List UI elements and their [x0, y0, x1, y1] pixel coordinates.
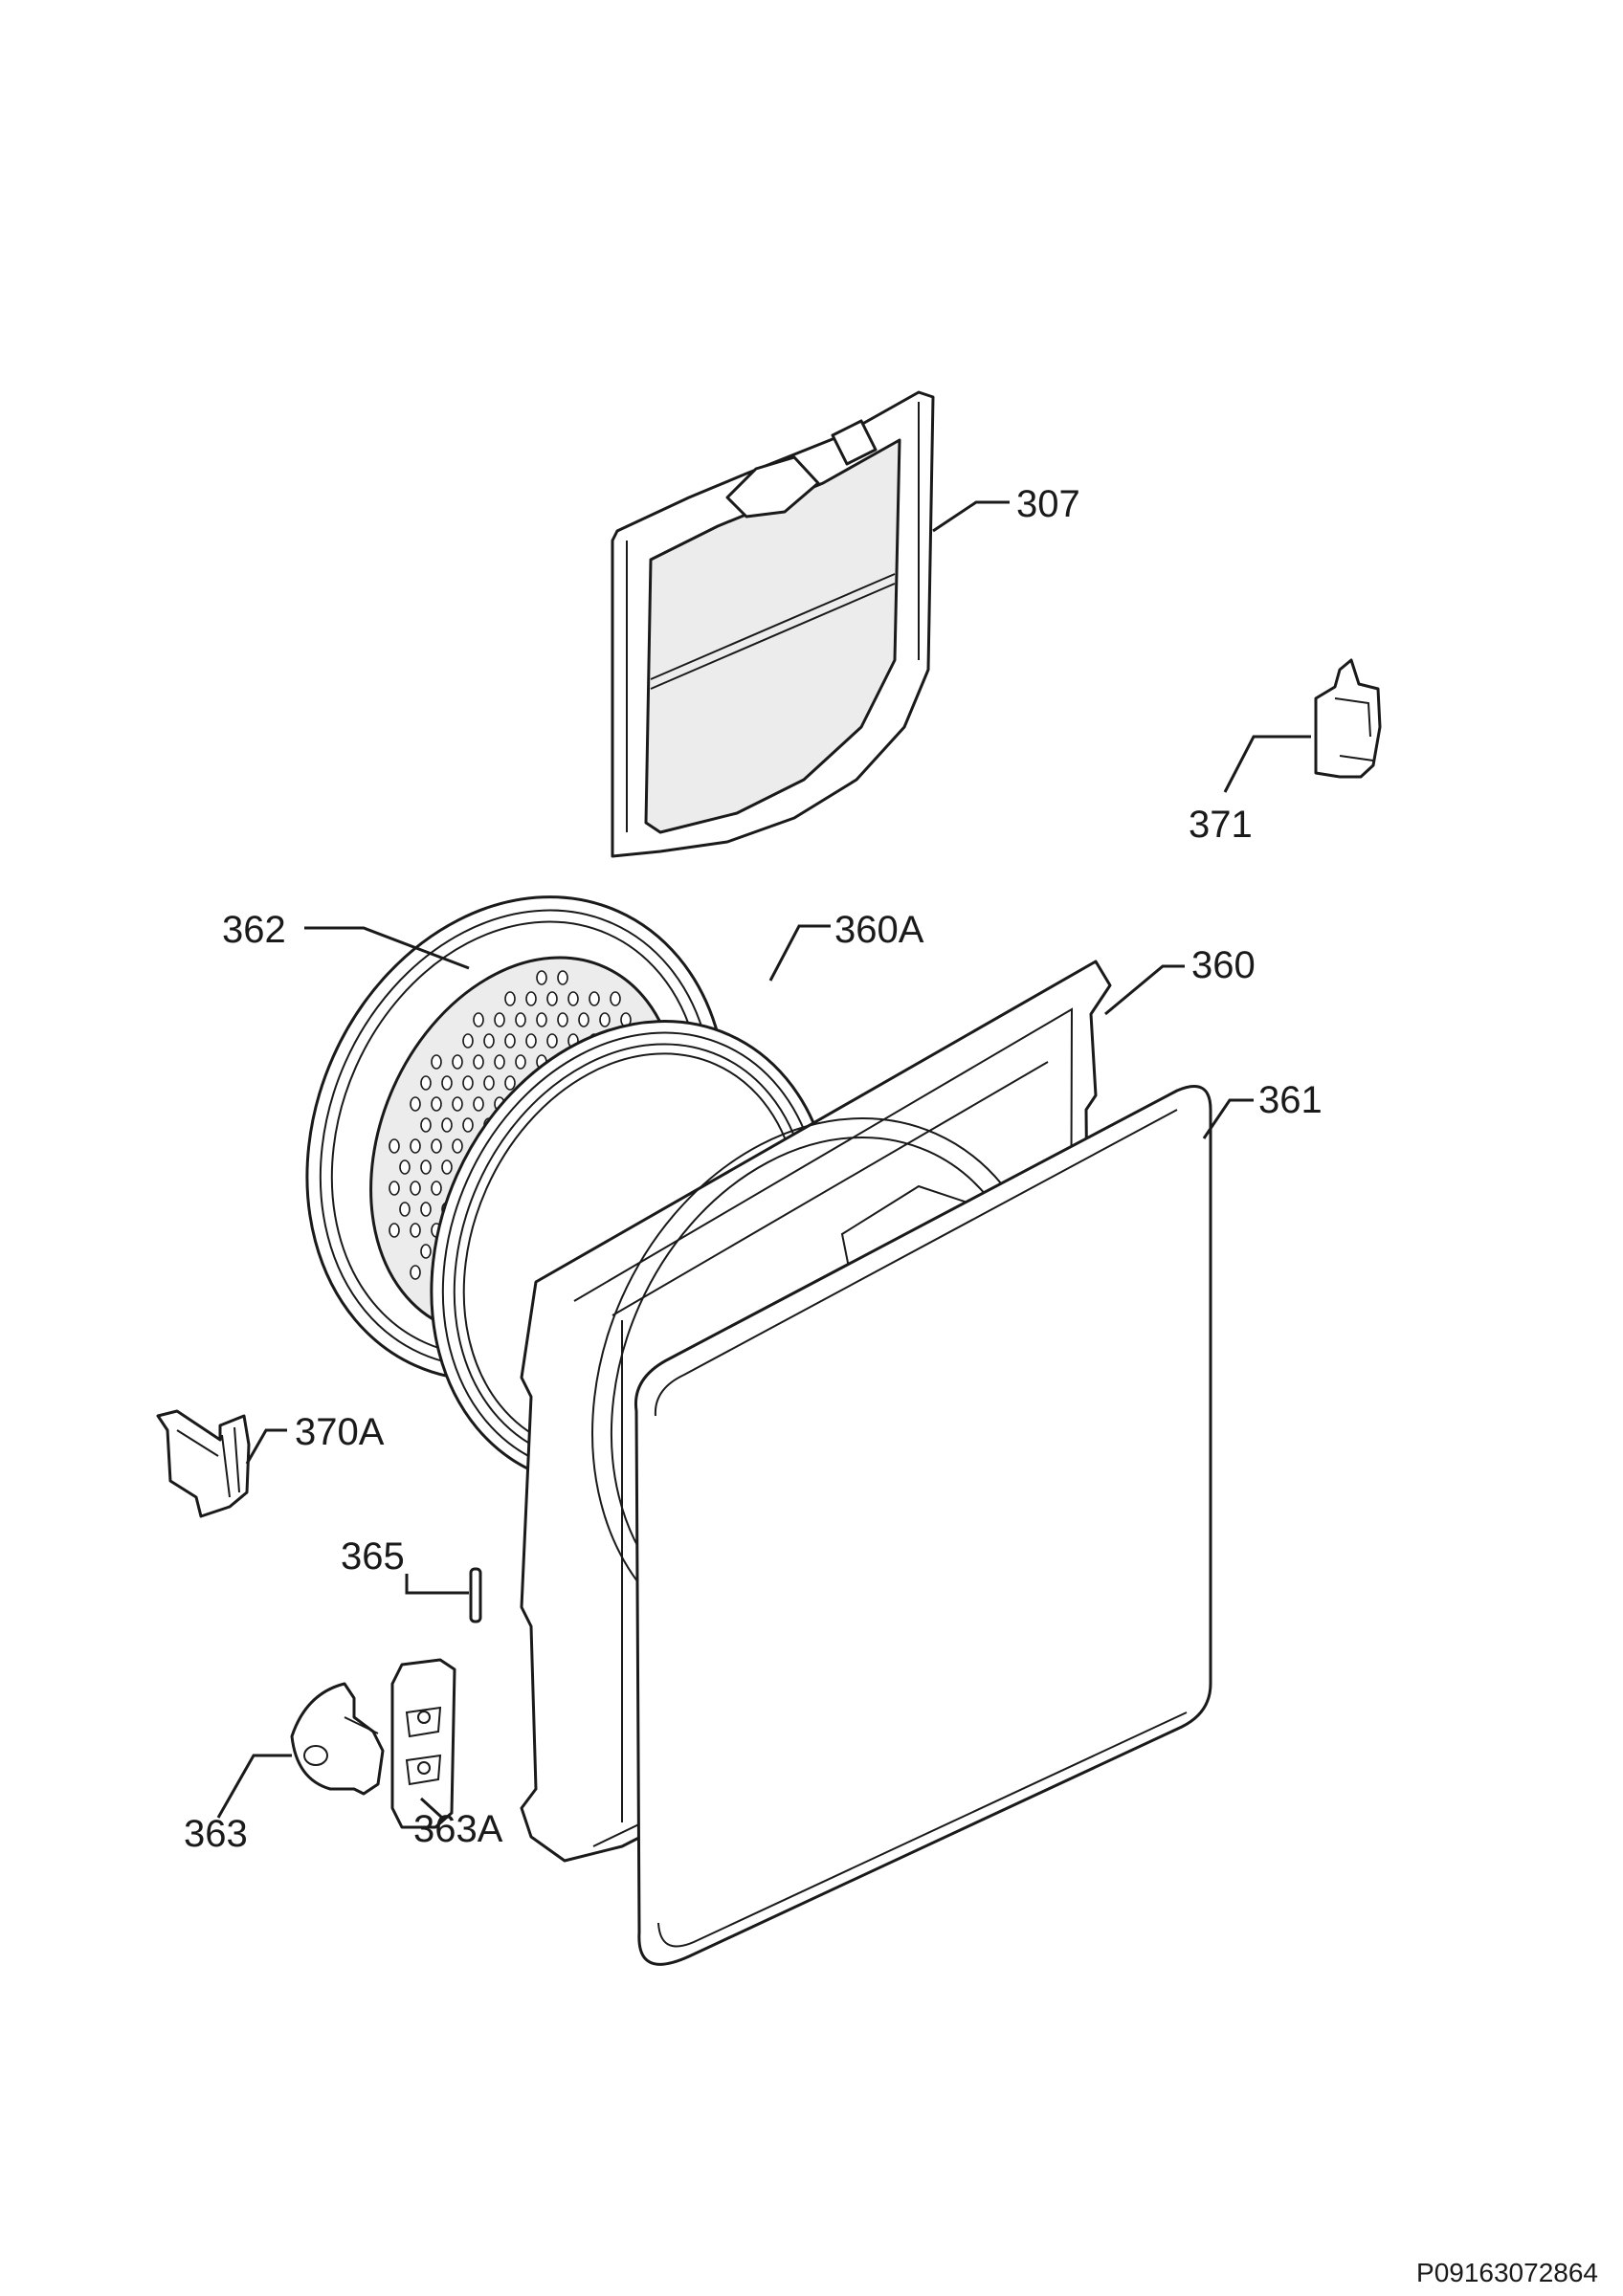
- perforation-hole: [494, 1054, 505, 1070]
- perforation-hole: [462, 1033, 474, 1049]
- perforation-hole: [483, 1075, 495, 1091]
- perforation-hole: [420, 1159, 432, 1175]
- leader-307: [932, 500, 1010, 533]
- callout-365: 365: [341, 1535, 405, 1578]
- leader-362: [304, 926, 470, 970]
- perforation-hole: [473, 1012, 484, 1027]
- perforation-hole: [610, 991, 621, 1006]
- perforation-hole: [504, 1033, 516, 1049]
- leader-363a: [419, 1797, 446, 1820]
- perforation-hole: [483, 1033, 495, 1049]
- perforation-hole: [525, 991, 537, 1006]
- perforation-hole: [536, 970, 547, 985]
- perforation-hole: [536, 1012, 547, 1027]
- part-361-outer-door-panel: [634, 1085, 1212, 1966]
- perforation-hole: [441, 1117, 453, 1133]
- perforation-hole: [441, 1159, 453, 1175]
- perforation-hole: [452, 1096, 463, 1112]
- callout-labels: 307 371 362 360A 360 361 370A 365 363 36…: [184, 483, 1323, 1855]
- perforation-hole: [410, 1181, 421, 1196]
- perforation-hole: [410, 1265, 421, 1280]
- perforation-hole: [462, 1075, 474, 1091]
- callout-370a: 370A: [295, 1411, 385, 1453]
- perforation-hole: [504, 1075, 516, 1091]
- perforation-hole: [589, 991, 600, 1006]
- perforation-hole: [504, 991, 516, 1006]
- perforation-hole: [399, 1202, 411, 1217]
- perforation-hole: [515, 1054, 526, 1070]
- perforation-hole: [452, 1138, 463, 1154]
- leader-363: [216, 1754, 292, 1819]
- perforation-hole: [525, 1033, 537, 1049]
- part-365-pin: [469, 1567, 482, 1623]
- reference-code: P09163072864: [1416, 2258, 1598, 2287]
- callout-363: 363: [184, 1813, 248, 1855]
- callout-371: 371: [1189, 804, 1253, 846]
- perforation-hole: [410, 1138, 421, 1154]
- leader-lines: [216, 500, 1311, 1820]
- perforation-hole: [515, 1012, 526, 1027]
- part-370a-latch: [156, 1409, 251, 1518]
- leader-365: [405, 1574, 469, 1595]
- part-307-lint-filter: [611, 390, 935, 858]
- perforation-hole: [399, 1159, 411, 1175]
- perforation-hole: [431, 1181, 442, 1196]
- leader-360a: [768, 924, 831, 982]
- perforation-hole: [473, 1054, 484, 1070]
- perforation-hole: [420, 1244, 432, 1259]
- perforation-hole: [420, 1075, 432, 1091]
- callout-360: 360: [1191, 944, 1256, 986]
- perforation-hole: [567, 991, 579, 1006]
- perforation-hole: [420, 1117, 432, 1133]
- leader-370a: [245, 1428, 287, 1465]
- perforation-hole: [431, 1138, 442, 1154]
- callout-307: 307: [1016, 483, 1080, 525]
- perforation-hole: [578, 1012, 589, 1027]
- perforation-hole: [473, 1096, 484, 1112]
- perforation-hole: [389, 1223, 400, 1238]
- perforation-hole: [389, 1181, 400, 1196]
- callout-361: 361: [1258, 1079, 1323, 1121]
- perforation-hole: [389, 1138, 400, 1154]
- leader-360: [1104, 964, 1185, 1016]
- perforation-hole: [494, 1012, 505, 1027]
- perforation-hole: [431, 1054, 442, 1070]
- leader-361: [1202, 1098, 1254, 1139]
- leader-371: [1223, 735, 1311, 793]
- perforation-hole: [546, 991, 558, 1006]
- callout-360a: 360A: [834, 909, 924, 951]
- perforation-hole: [410, 1096, 421, 1112]
- perforation-hole: [420, 1202, 432, 1217]
- perforation-hole: [462, 1117, 474, 1133]
- perforation-hole: [557, 1012, 568, 1027]
- perforation-hole: [410, 1223, 421, 1238]
- perforation-hole: [441, 1075, 453, 1091]
- callout-362: 362: [222, 909, 286, 951]
- perforation-hole: [546, 1033, 558, 1049]
- perforation-hole: [557, 970, 568, 985]
- part-363-hinge: [290, 1682, 385, 1796]
- perforation-hole: [431, 1096, 442, 1112]
- perforation-hole: [452, 1054, 463, 1070]
- part-363a-hinge-plate: [390, 1658, 456, 1829]
- callout-363a: 363A: [413, 1808, 503, 1850]
- part-371-clip: [1314, 658, 1382, 779]
- perforation-hole: [599, 1012, 611, 1027]
